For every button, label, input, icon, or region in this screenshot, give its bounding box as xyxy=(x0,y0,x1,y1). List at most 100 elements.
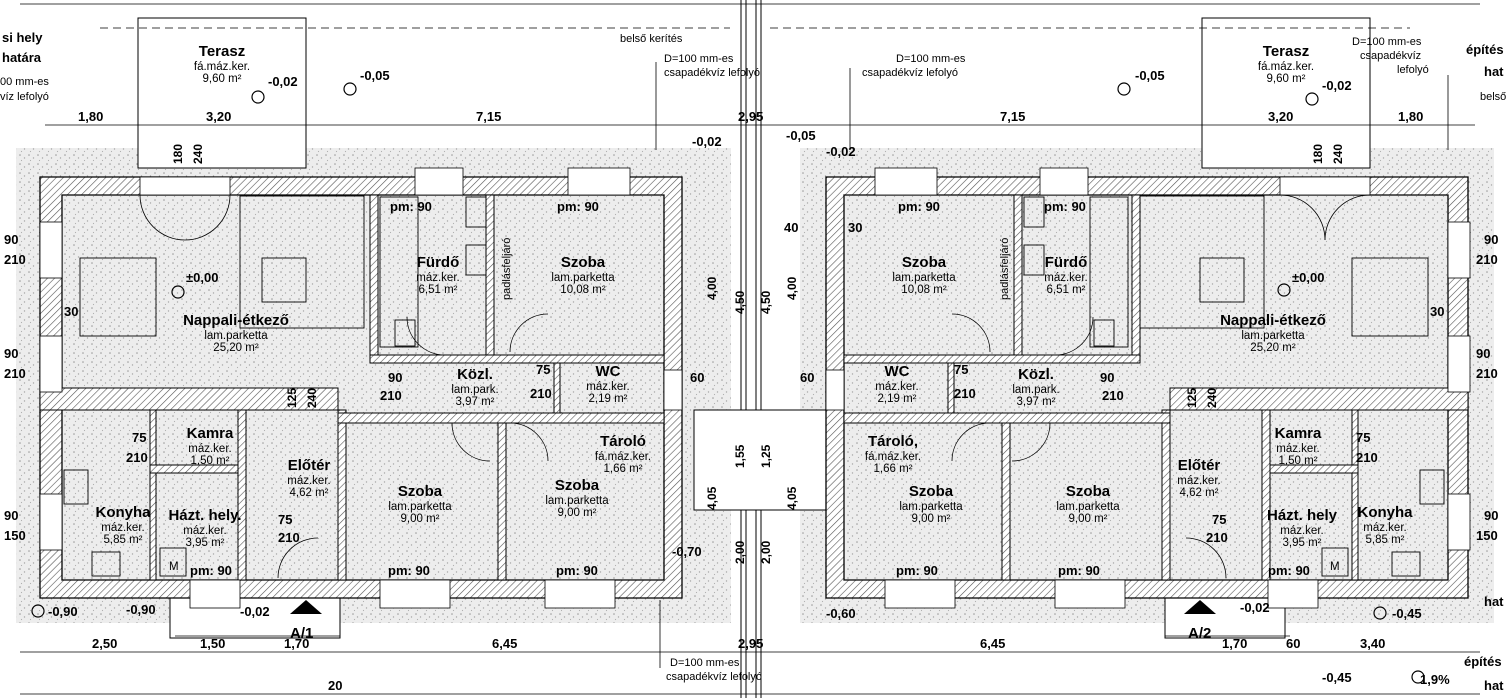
room-area: 9,00 m² xyxy=(401,513,440,525)
room-finish: lam.parketta xyxy=(551,272,615,284)
dim-label: 30 xyxy=(1430,304,1444,319)
edge-note: határa xyxy=(2,50,42,65)
room-name: Terasz xyxy=(1263,43,1309,60)
level-label: ±0,00 xyxy=(186,270,218,285)
dim-label: 90 xyxy=(4,508,18,523)
room-name: WC xyxy=(596,363,621,380)
room-finish: máz.ker. xyxy=(1177,475,1220,487)
room-finish: máz.ker. xyxy=(183,525,226,537)
section-mark: A/2 xyxy=(1188,625,1211,642)
dim-label: 60 xyxy=(690,370,704,385)
room-area: 9,00 m² xyxy=(1069,513,1108,525)
level-label: -0,02 xyxy=(1322,78,1352,93)
room-area: 1,66 m² xyxy=(874,463,913,475)
drain-note: lefolyó xyxy=(1397,64,1429,76)
horizontal-dims: 1,80 3,20 7,15 2,95 7,15 3,20 1,80 2,50 … xyxy=(78,109,1423,693)
dim-label: 4,05 xyxy=(705,486,719,510)
drain-note: D=100 mm-es xyxy=(896,53,966,65)
dim-label: 240 xyxy=(1205,388,1219,408)
level-label: -0,05 xyxy=(360,68,390,83)
room-name: Szoba xyxy=(909,483,954,500)
drain-note: D=100 mm-es xyxy=(664,53,734,65)
edge-note: víz lefolyó xyxy=(0,91,49,103)
dim-label: 210 xyxy=(4,366,26,381)
room-area: 3,95 m² xyxy=(1283,537,1322,549)
level-label: -0,90 xyxy=(126,602,156,617)
dim-label: 1,80 xyxy=(1398,109,1423,124)
dim-label: 150 xyxy=(4,528,26,543)
dim-label: 4,00 xyxy=(785,276,799,300)
drain-note: csapadékvíz lefolyó xyxy=(666,671,762,683)
room-area: 3,95 m² xyxy=(186,537,225,549)
room-labels: Terasz fá.máz.ker. 9,60 m² Nappali-étkez… xyxy=(95,43,1413,549)
level-label: -0,02 xyxy=(826,144,856,159)
level-label: -0,05 xyxy=(1135,68,1165,83)
room-finish: máz.ker. xyxy=(287,475,330,487)
edge-note: belső xyxy=(1480,91,1506,103)
room-finish: máz.ker. xyxy=(101,522,144,534)
dim-label: 210 xyxy=(1356,450,1378,465)
dim-label: 4,50 xyxy=(759,290,773,314)
drain-note: csapadékvíz lefolyó xyxy=(664,67,760,79)
vertical-dims: 4,00 4,50 4,50 4,00 1,55 1,25 4,05 4,05 … xyxy=(4,144,1498,564)
dim-label: 90 xyxy=(1100,370,1114,385)
level-label: -0,02 xyxy=(692,134,722,149)
parapet-label: pm: 90 xyxy=(557,199,599,214)
dim-label: 240 xyxy=(1331,144,1345,164)
slope-label: 1,9% xyxy=(1420,672,1450,687)
room-finish: máz.ker. xyxy=(586,381,629,393)
section-mark: A/1 xyxy=(290,625,313,642)
room-name: Közl. xyxy=(457,366,493,383)
dim-label: 210 xyxy=(126,450,148,465)
dim-label: 40 xyxy=(784,220,798,235)
room-finish: fá.máz.ker. xyxy=(595,451,651,463)
dim-label: 2,95 xyxy=(738,636,763,651)
dim-label: 125 xyxy=(285,388,299,408)
room-name: Nappali-étkező xyxy=(183,312,289,329)
room-area: 5,85 m² xyxy=(1366,534,1405,546)
dim-label: 4,50 xyxy=(733,290,747,314)
dim-label: 2,00 xyxy=(733,540,747,564)
ground-right xyxy=(800,148,1494,623)
room-name: Közl. xyxy=(1018,366,1054,383)
dim-label: 2,95 xyxy=(738,109,763,124)
dim-label: 210 xyxy=(278,530,300,545)
dim-label: 1,70 xyxy=(284,636,309,651)
dim-label: 90 xyxy=(1484,508,1498,523)
level-labels: ±0,00 ±0,00 -0,02 -0,05 -0,05 -0,02 -0,0… xyxy=(48,68,1422,685)
room-finish: lam.parketta xyxy=(545,495,609,507)
room-area: 9,00 m² xyxy=(912,513,951,525)
room-name: Szoba xyxy=(1066,483,1111,500)
dim-label: 60 xyxy=(1286,636,1300,651)
dim-label: 90 xyxy=(1484,232,1498,247)
dim-label: 210 xyxy=(1476,252,1498,267)
room-name: WC xyxy=(885,363,910,380)
dim-label: 150 xyxy=(1476,528,1498,543)
dim-label: 6,45 xyxy=(980,636,1005,651)
room-finish: máz.ker. xyxy=(875,381,918,393)
dim-label: 3,20 xyxy=(206,109,231,124)
room-name: Szoba xyxy=(555,477,600,494)
terrace-right xyxy=(1201,17,1371,169)
level-label: -0,02 xyxy=(1240,600,1270,615)
dim-label: 1,55 xyxy=(733,444,747,468)
edge-note: hat xyxy=(1484,594,1504,609)
dim-label: 210 xyxy=(954,386,976,401)
dim-label: 4,00 xyxy=(705,276,719,300)
room-finish: fá.máz.ker. xyxy=(194,61,250,73)
room-area: 1,66 m² xyxy=(604,463,643,475)
attic-hatch-note: padlásfeljáró xyxy=(501,238,513,300)
edge-note: építés xyxy=(1466,42,1504,57)
room-area: 25,20 m² xyxy=(213,342,259,354)
dim-label: 75 xyxy=(954,362,968,377)
dim-label: 4,05 xyxy=(785,486,799,510)
room-area: 1,50 m² xyxy=(191,455,230,467)
dim-label: 90 xyxy=(1476,346,1490,361)
parapet-label: pm: 90 xyxy=(1058,563,1100,578)
dim-label: 210 xyxy=(4,252,26,267)
center-gap xyxy=(731,148,800,623)
parapet-label: pm: 90 xyxy=(1044,199,1086,214)
drain-note: D=100 mm-es xyxy=(670,657,740,669)
dim-label: 240 xyxy=(191,144,205,164)
room-name: Fürdő xyxy=(417,254,460,271)
